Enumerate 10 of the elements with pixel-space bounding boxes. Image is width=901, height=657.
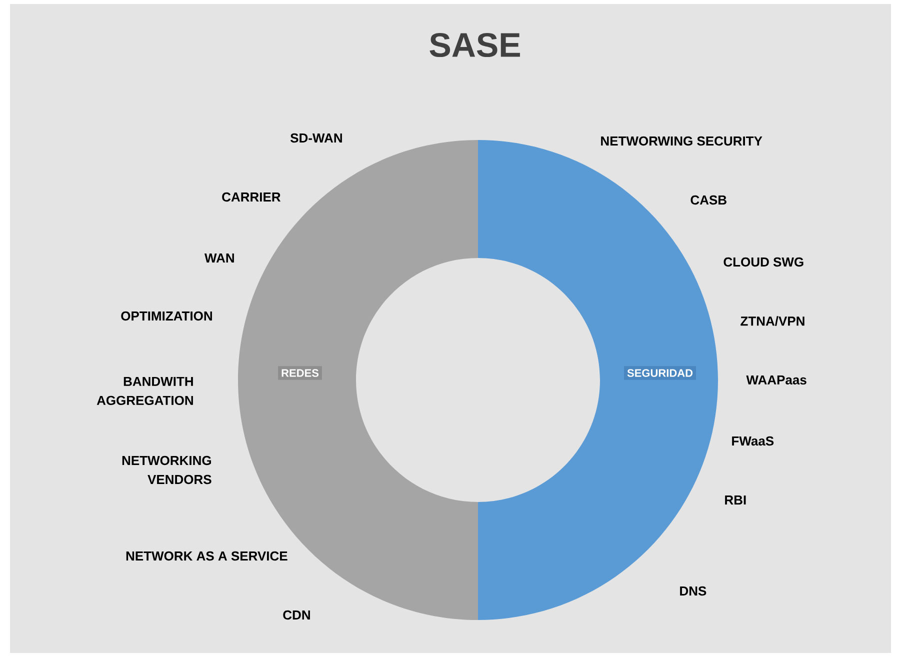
segment-label: NETWORKING VENDORS [122,456,212,484]
segment-label: WAAPaas [746,375,806,385]
segment-label: CDN [283,610,310,620]
title: SASE [430,32,520,58]
segment-label: BANDWITH AGGREGATION [96,376,193,406]
segment-label: SD-WAN [290,133,342,143]
segment-label: OPTIMIZATION [121,311,212,321]
segment-label: FWaaS [732,436,774,446]
segment-label: DNS [680,586,706,596]
segment-label: ZTNA/VPN [740,316,804,326]
